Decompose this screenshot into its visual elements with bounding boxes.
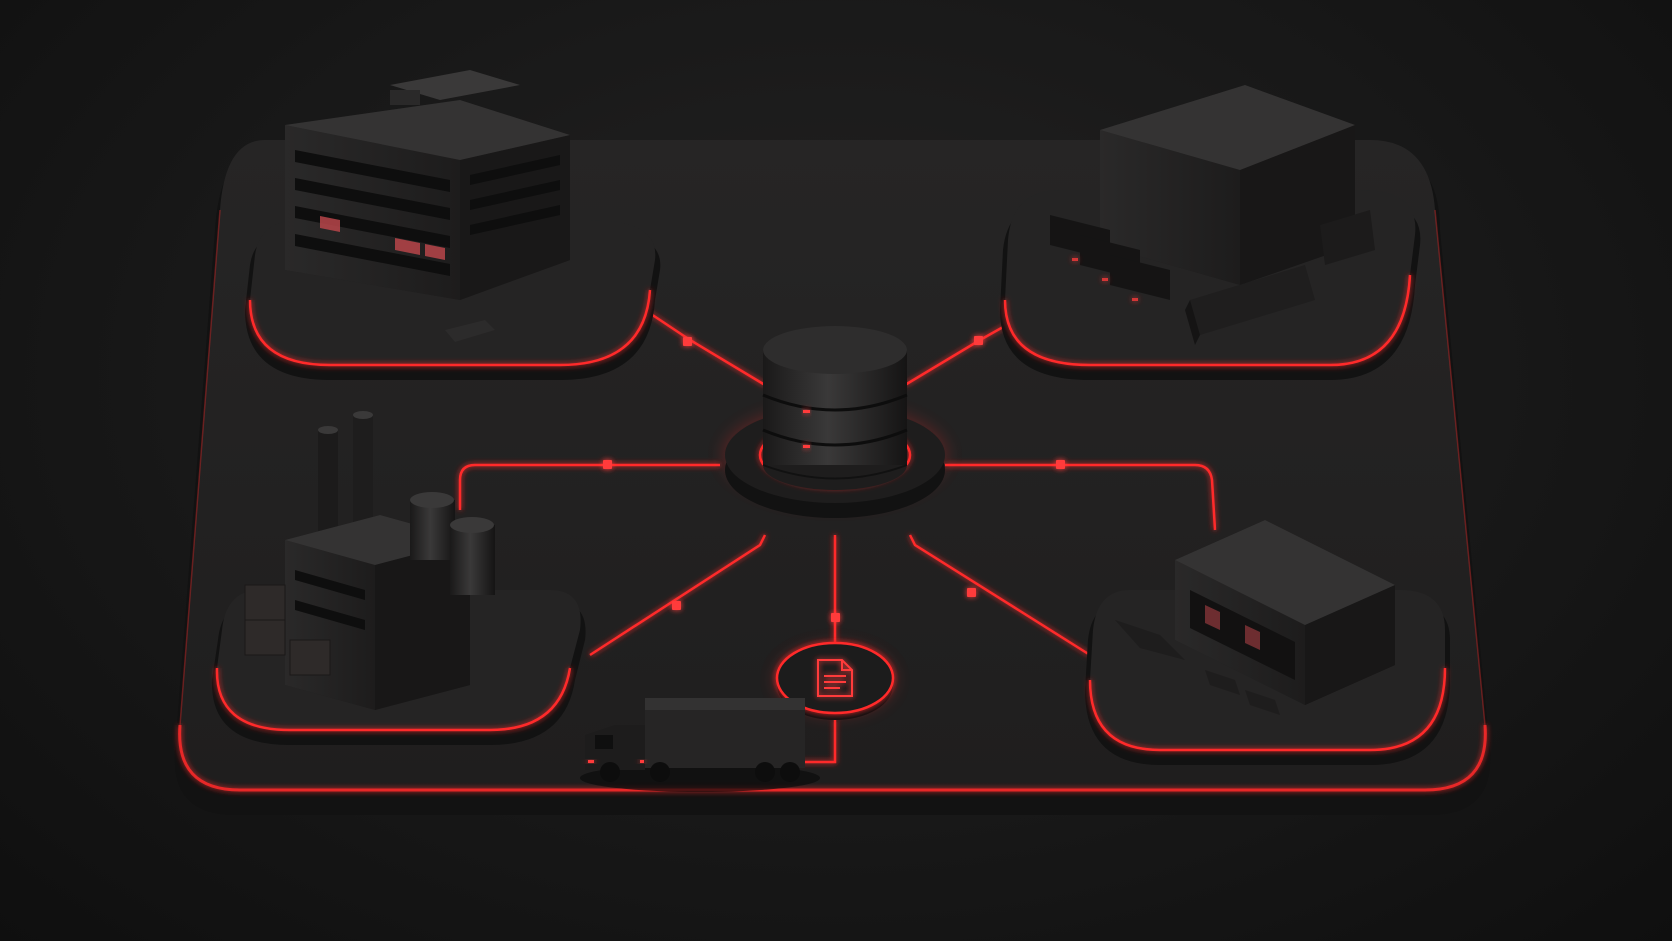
line-hub-factory <box>458 463 720 510</box>
connector-node <box>672 601 681 610</box>
connector-node <box>683 337 692 346</box>
platform-glow-edge <box>178 724 1487 792</box>
office-building-node <box>245 70 661 380</box>
connector-node <box>974 336 983 345</box>
warehouse-node <box>1000 85 1421 380</box>
connector-node <box>1056 460 1065 469</box>
line-document-truck <box>800 720 837 764</box>
connector-node <box>603 460 612 469</box>
database-hub <box>723 326 947 518</box>
connector-nodes <box>603 336 1065 622</box>
factory-icon <box>244 411 495 710</box>
store-icon <box>1115 520 1395 715</box>
connector-node <box>967 588 976 597</box>
warehouse-icon <box>1050 85 1375 345</box>
retail-store-node <box>1085 520 1450 765</box>
connector-node <box>831 613 840 622</box>
document-icon <box>817 659 853 697</box>
line-hub-store-low <box>908 534 1091 657</box>
office-building-icon <box>285 70 570 342</box>
truck-icon <box>580 698 820 792</box>
line-hub-store <box>945 463 1217 531</box>
line-hub-factory-low <box>589 534 767 657</box>
factory-node <box>211 411 586 745</box>
truck-node <box>580 698 820 792</box>
connection-lines <box>458 288 1217 764</box>
database-icon <box>762 326 908 490</box>
